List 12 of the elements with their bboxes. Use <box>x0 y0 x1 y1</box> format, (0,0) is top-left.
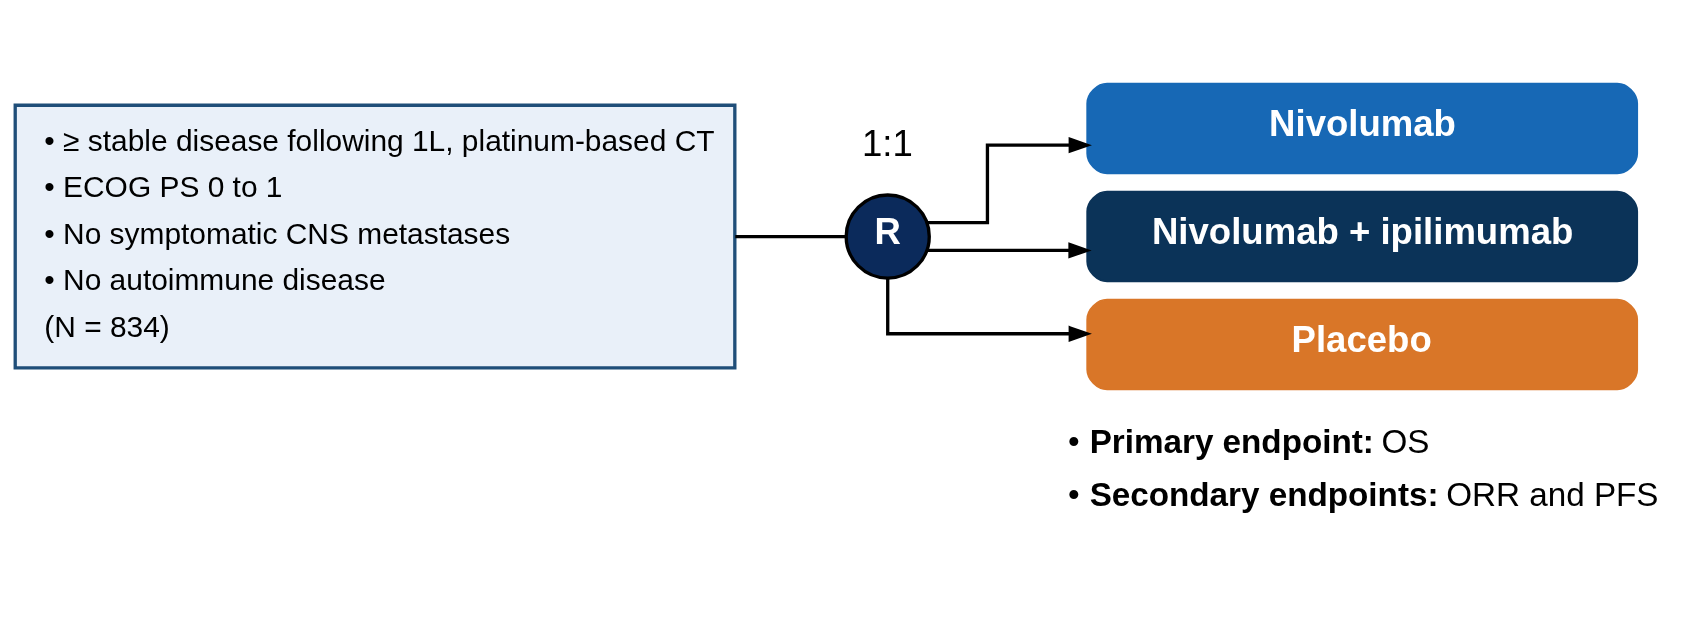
label: • Secondary endpoints: ORR and PFS <box>1068 475 1659 513</box>
node-circle: R <box>844 192 931 280</box>
node-label: 1:1 <box>861 122 913 164</box>
arrow <box>927 136 1092 224</box>
node-box: • ≥ stable disease following 1L, platinum-based CT • ECOG PS 0 to 1 • No symptomatic CNS metastases • No autoimmune disease (N = 834) <box>13 103 737 369</box>
arrow <box>927 241 1092 259</box>
node-box: Nivolumab <box>1086 82 1639 174</box>
arrow <box>886 277 1092 342</box>
node-box: Nivolumab + ipilimumab <box>1086 190 1639 282</box>
connector <box>735 234 847 238</box>
node-box: Placebo <box>1086 298 1639 390</box>
label: • Primary endpoint: OS <box>1068 422 1430 460</box>
